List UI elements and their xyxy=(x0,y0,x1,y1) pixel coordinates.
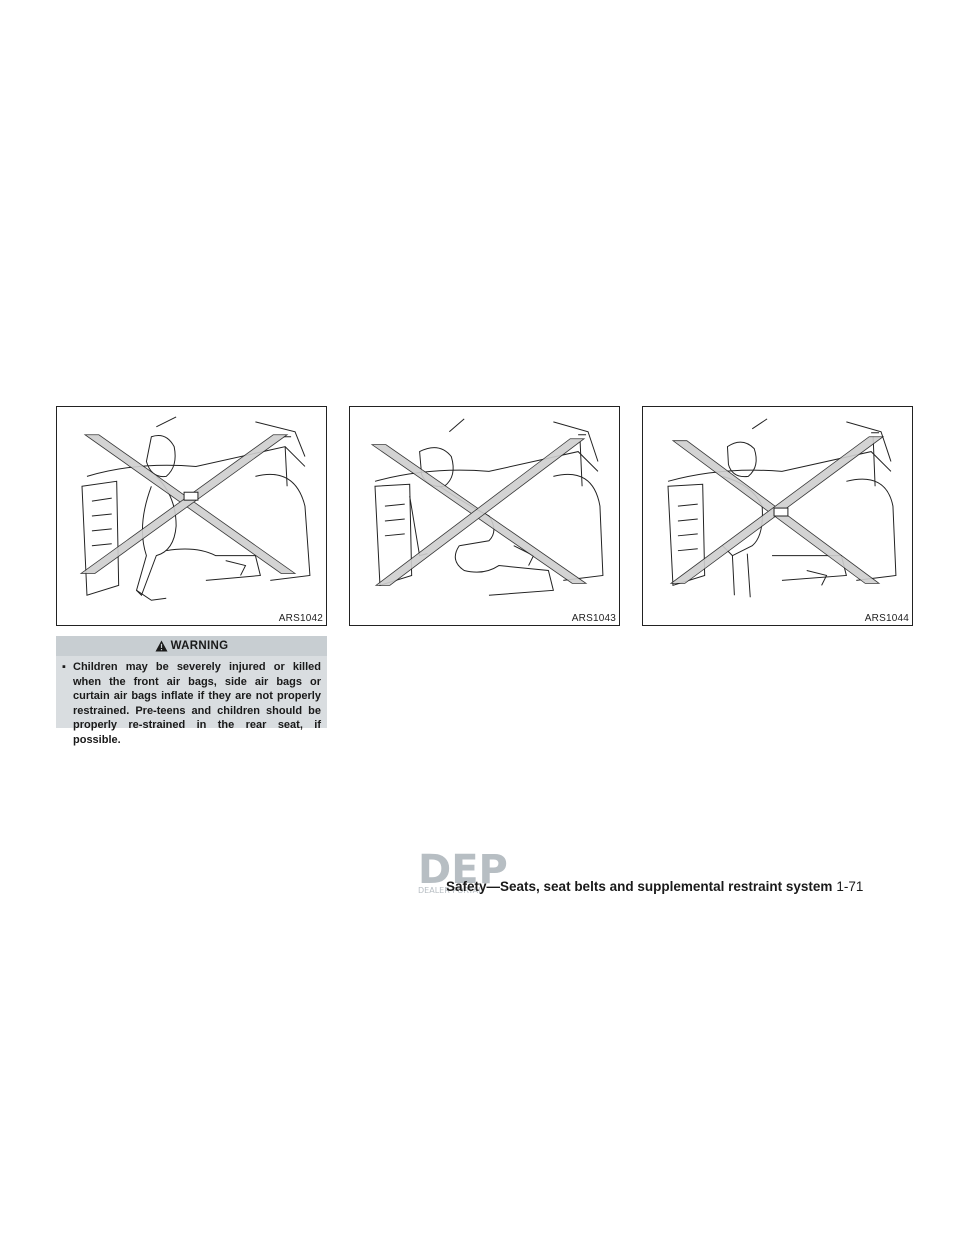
figure-code: ARS1042 xyxy=(277,613,324,625)
warning-title: WARNING xyxy=(170,640,229,652)
footer-section-title: Safety—Seats, seat belts and supplementa… xyxy=(446,879,833,894)
warning-triangle-icon xyxy=(155,640,168,652)
figure-code: ARS1043 xyxy=(570,613,617,625)
warning-box: WARNING ▪ Children may be severely injur… xyxy=(56,636,327,746)
dealer-logo-watermark: DEP DEALER PORTAL xyxy=(416,845,546,895)
figure-child-improper-seating-1: ARS1042 xyxy=(56,406,327,626)
figure-code: ARS1044 xyxy=(863,613,910,625)
bullet-icon: ▪ xyxy=(62,661,66,673)
illustration-child-leaning-forward xyxy=(370,418,604,596)
warning-header: WARNING xyxy=(56,636,327,656)
illustration-child-standing xyxy=(667,418,897,598)
illustration-child-near-dashboard xyxy=(79,416,311,601)
warning-list: ▪ Children may be severely injured or ki… xyxy=(56,658,327,747)
warning-item-text: Children may be severely injured or kill… xyxy=(73,661,321,746)
logo-subtext: DEALER PORTAL xyxy=(418,886,483,895)
warning-item: ▪ Children may be severely injured or ki… xyxy=(56,658,327,747)
dep-logo-icon: DEP DEALER PORTAL xyxy=(418,847,508,895)
figure-child-improper-seating-3: ARS1044 xyxy=(642,406,913,626)
page-number: 1-71 xyxy=(836,879,864,894)
page-footer: Safety—Seats, seat belts and supplementa… xyxy=(446,879,916,894)
logo-text: DEP xyxy=(418,847,508,893)
figure-child-improper-seating-2: ARS1043 xyxy=(349,406,620,626)
